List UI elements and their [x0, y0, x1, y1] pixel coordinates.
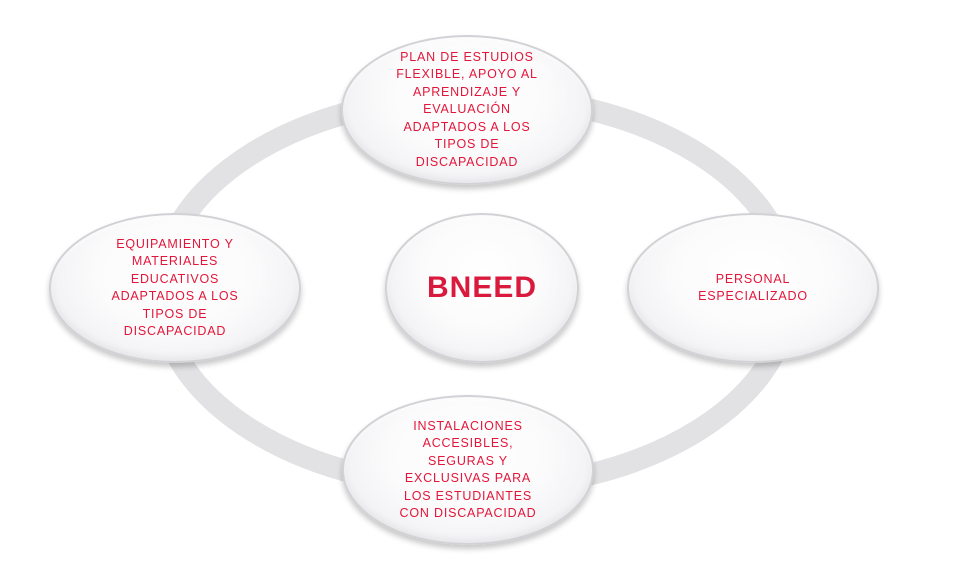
node-equipment-label: EQUIPAMIENTO Y MATERIALES EDUCATIVOS ADA… — [111, 236, 239, 339]
node-facilities-label: INSTALACIONES ACCESIBLES, SEGURAS Y EXCL… — [399, 418, 537, 521]
node-staff: PERSONAL ESPECIALIZADO — [627, 213, 879, 363]
node-facilities: INSTALACIONES ACCESIBLES, SEGURAS Y EXCL… — [342, 395, 594, 545]
center-label: BNEED — [426, 271, 537, 304]
node-staff-label: PERSONAL ESPECIALIZADO — [698, 271, 808, 304]
node-curriculum-label: PLAN DE ESTUDIOS FLEXIBLE, APOYO AL APRE… — [396, 49, 538, 169]
node-center: BNEED — [385, 213, 579, 363]
node-equipment: EQUIPAMIENTO Y MATERIALES EDUCATIVOS ADA… — [49, 213, 301, 363]
node-curriculum: PLAN DE ESTUDIOS FLEXIBLE, APOYO AL APRE… — [341, 35, 593, 185]
